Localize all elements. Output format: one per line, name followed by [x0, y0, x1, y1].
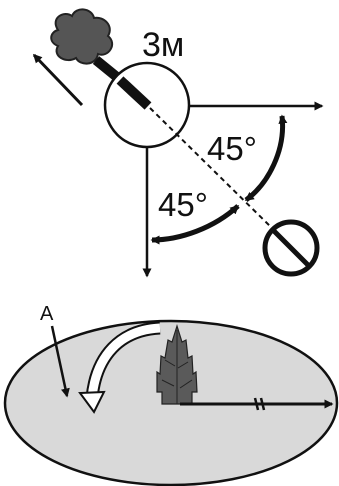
smoke-trail-inner [116, 76, 152, 110]
angle-arc-upper [244, 114, 288, 203]
curved-hollow-arrow [78, 321, 161, 414]
bottom-diagram: A [3, 303, 339, 486]
wind-direction-arrow [32, 53, 84, 107]
angle-arc-lower [150, 204, 240, 245]
angle-upper-label: 45° [207, 130, 257, 167]
conifer-tree-icon [156, 323, 198, 405]
angle-lower-label: 45° [158, 186, 208, 223]
point-a-label: A [40, 303, 54, 325]
no-entry-sign-icon [262, 219, 320, 277]
diagonal-dashed-line [149, 107, 275, 231]
top-diagram: 3м 45° 45° [32, 8, 324, 278]
point-a-arrow [50, 325, 70, 398]
distance-label: 3м [142, 26, 184, 64]
radius-tick-marks [253, 397, 266, 411]
smoke-cloud-icon [50, 8, 114, 65]
